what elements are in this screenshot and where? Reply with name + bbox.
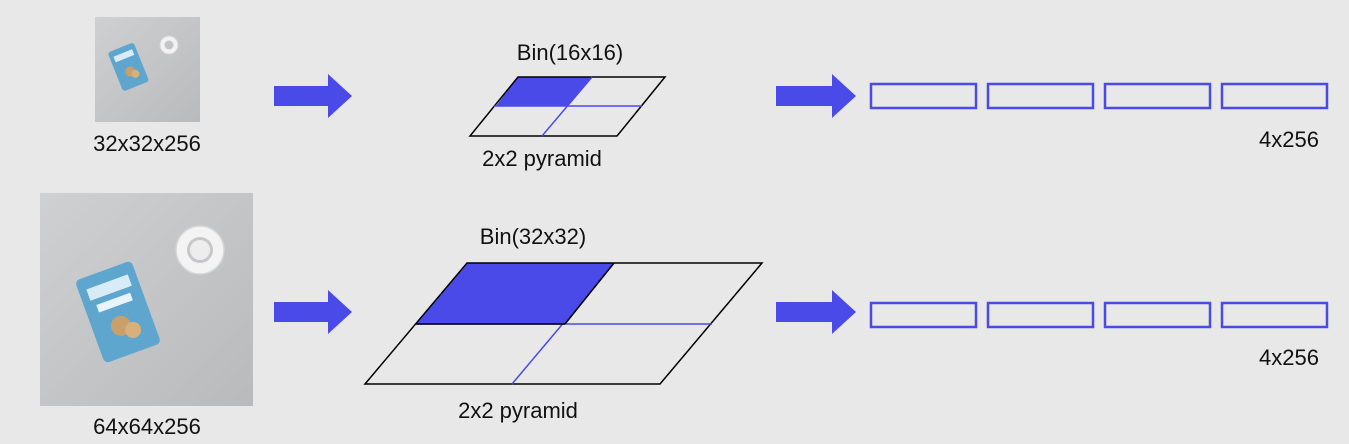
output-cell [1103,301,1212,329]
pyramid-grid-small [468,76,667,137]
output-size-label: 4x256 [1259,345,1319,370]
output-vector [869,82,1329,110]
grid-outline [363,262,764,385]
input-size-label: 32x32x256 [93,131,201,156]
pyramid-grid-large [363,262,764,385]
grid-divider-vertical [541,76,593,137]
cup-lid-icon [175,225,225,275]
row-1: 32x32x256 Bin(16x16) 2x2 pyramid 4x256 [93,17,1329,171]
grid-outline [468,76,667,137]
pyramid-label: 2x2 pyramid [482,146,602,171]
output-vector [869,301,1329,329]
input-image-small [95,17,200,122]
output-cell [1103,82,1212,110]
output-cell [1220,301,1329,329]
highlighted-bin-edge [564,262,615,325]
input-size-label: 64x64x256 [93,414,201,439]
arrow-right-icon [274,290,352,334]
bin-size-label: Bin(32x32) [480,224,586,249]
output-cell [986,82,1095,110]
output-size-label: 4x256 [1259,127,1319,152]
highlighted-bin [416,263,614,324]
cup-lid-icon [159,35,179,55]
bin-size-label: Bin(16x16) [517,40,623,65]
output-cell [869,301,978,329]
arrow-right-icon [776,74,856,118]
arrow-right-icon [776,290,856,334]
output-cell [986,301,1095,329]
row-2: 64x64x256 Bin(32x32) 2x2 pyramid 4x256 [40,193,1329,439]
snack-bag-icon [76,261,160,363]
arrow-right-icon [274,74,352,118]
pyramid-label: 2x2 pyramid [458,398,578,423]
snack-bag-icon [108,43,149,91]
output-cell [869,82,978,110]
input-image-large [40,193,253,406]
highlighted-bin [496,77,592,106]
output-cell [1220,82,1329,110]
